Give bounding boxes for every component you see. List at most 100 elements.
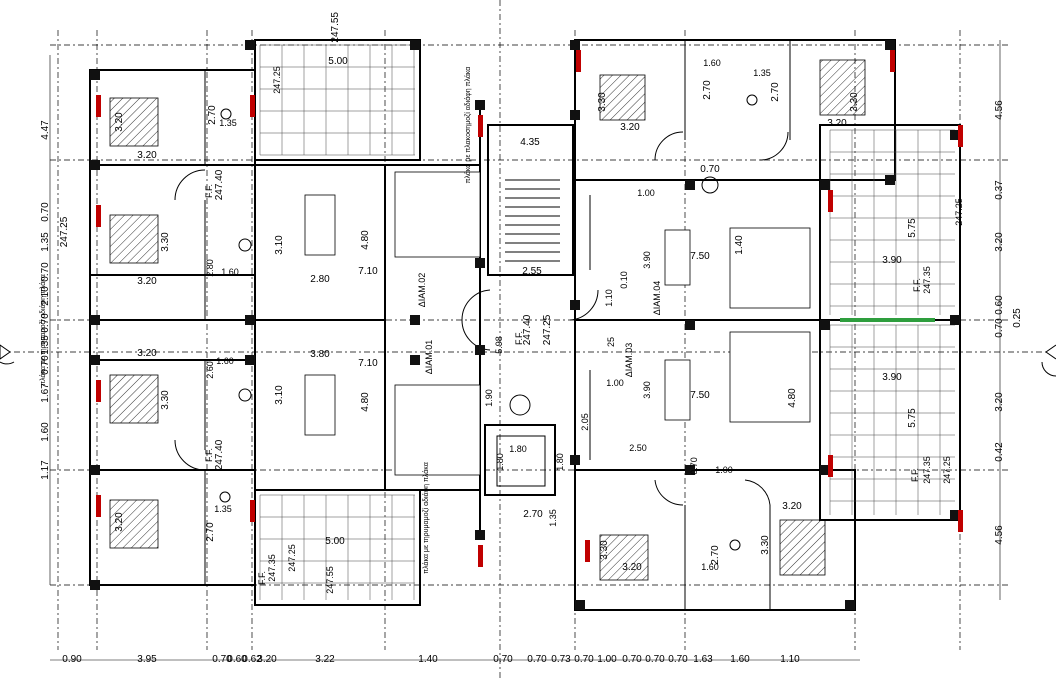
slab-note: πλάκα με πλακοσημοζί αδιάφη πλάκα (464, 67, 472, 184)
dim-label: 3.10 (274, 235, 285, 255)
column-accent (576, 50, 581, 72)
dim-label: 1.40 (734, 235, 745, 255)
height-label: 247.35 (922, 456, 932, 484)
column (475, 258, 485, 268)
left-dim-label: 0.70 (40, 262, 51, 282)
dim-label: 5.98 (494, 336, 504, 354)
column (820, 180, 830, 190)
dim-label: 5.75 (907, 408, 918, 428)
bottom-dim-label: 0.73 (551, 654, 571, 665)
right-dim-label: 0.60 (994, 295, 1005, 315)
dim-label: 5.00 (325, 536, 345, 547)
column (90, 355, 100, 365)
dim-label: 2.55 (522, 266, 542, 277)
stair-icon (484, 124, 574, 496)
height-label: 247.40 (214, 439, 225, 470)
column-accent (958, 125, 963, 147)
left-dim-label: 4.47 (40, 120, 51, 140)
dim-label: 2.60 (205, 361, 215, 379)
dim-label: 1.60 (703, 58, 721, 68)
column (950, 510, 960, 520)
column-accent (890, 50, 895, 72)
column (820, 320, 830, 330)
dim-label: 1.80 (495, 453, 505, 471)
dim-label: 3.90 (882, 255, 902, 266)
bottom-dim-label: 0.70 (668, 654, 688, 665)
dim-label: 3.30 (760, 535, 771, 555)
bottom-dim-label: 0.90 (62, 654, 82, 665)
bed-icon (109, 59, 866, 581)
dim-label: 3.20 (827, 118, 847, 129)
bottom-dim-label: 0.62 (242, 654, 262, 665)
dim-label: 3.30 (160, 390, 171, 410)
bottom-dim-label: 1.00 (597, 654, 617, 665)
column (685, 465, 695, 475)
column-accent (828, 455, 833, 477)
left-dim-label: 1.35 (40, 335, 51, 355)
dim-label: 1.00 (637, 188, 655, 198)
bottom-dim-label: 1.10 (780, 654, 800, 665)
dim-label: 3.10 (274, 385, 285, 405)
column (820, 465, 830, 475)
left-dim-label: 1.67 (40, 383, 51, 403)
left-dim-label: 2.10 (40, 286, 51, 306)
dim-label: 0.10 (619, 271, 629, 289)
ff-label: F.F. (912, 278, 922, 292)
dim-label: 1.00 (715, 465, 733, 475)
height-label: 247.25 (542, 314, 553, 345)
bottom-dim-label: 3.22 (315, 654, 335, 665)
right-dim-label: 4.56 (994, 100, 1005, 120)
column (245, 40, 255, 50)
dim-label: 1.80 (555, 453, 565, 471)
dim-label: 3.20 (620, 122, 640, 133)
column (570, 40, 580, 50)
dim-label: 2.70 (770, 82, 781, 102)
right-dim-label: 0.42 (994, 442, 1005, 462)
column-accent (96, 95, 101, 117)
dim-label: 3.90 (642, 251, 652, 269)
dim-label: 2.70 (710, 545, 721, 565)
right-dimensions: 4.560.373.200.600.700.253.200.424.56 (994, 100, 1023, 545)
dim-label: 3.20 (137, 348, 157, 359)
text-labels: 247.55 247.25 247.40 F.F. 247.25 247.40 … (39, 12, 964, 594)
column-accent (478, 545, 483, 567)
table-icon (304, 194, 691, 436)
bottom-dim-label: 0.70 (574, 654, 594, 665)
bottom-dim-label: 0.70 (527, 654, 547, 665)
column (885, 40, 895, 50)
height-label: 247.55 (325, 566, 335, 594)
column (570, 110, 580, 120)
dim-label: 0.70 (700, 164, 720, 175)
right-dim-label: 0.70 (994, 318, 1005, 338)
column-accent (958, 510, 963, 532)
height-label: 247.55 (330, 12, 341, 43)
column (950, 315, 960, 325)
dim-label: 2.05 (580, 413, 590, 431)
bottom-dim-label: 1.63 (693, 654, 713, 665)
dim-label: 25 (606, 337, 616, 347)
column (90, 465, 100, 475)
column (475, 100, 485, 110)
column-accent (250, 95, 255, 117)
column (90, 315, 100, 325)
column-accent (96, 380, 101, 402)
dim-label: 2.70 (207, 105, 218, 125)
ff-label: F.F. (257, 571, 267, 585)
left-dim-label: 0.70 (40, 313, 51, 333)
bottom-dim-label: 0.70 (493, 654, 513, 665)
bottom-dim-label: 0.70 (645, 654, 665, 665)
height-label: 247.35 (267, 554, 277, 582)
slab-note: πλάκα με τηρυμαμοζί αδιάφη πλάκα (39, 274, 47, 386)
height-label: 247.40 (522, 314, 533, 345)
dim-label: 1.90 (484, 389, 494, 407)
column (90, 70, 100, 80)
bottom-dim-label: 0.60 (227, 654, 247, 665)
dimension-lines (49, 40, 1001, 661)
column (410, 40, 420, 50)
dim-label: 1.60 (216, 356, 234, 366)
ff-label: F.F. (514, 331, 524, 345)
dim-label: 3.20 (137, 150, 157, 161)
dim-label: 2.80 (310, 274, 330, 285)
